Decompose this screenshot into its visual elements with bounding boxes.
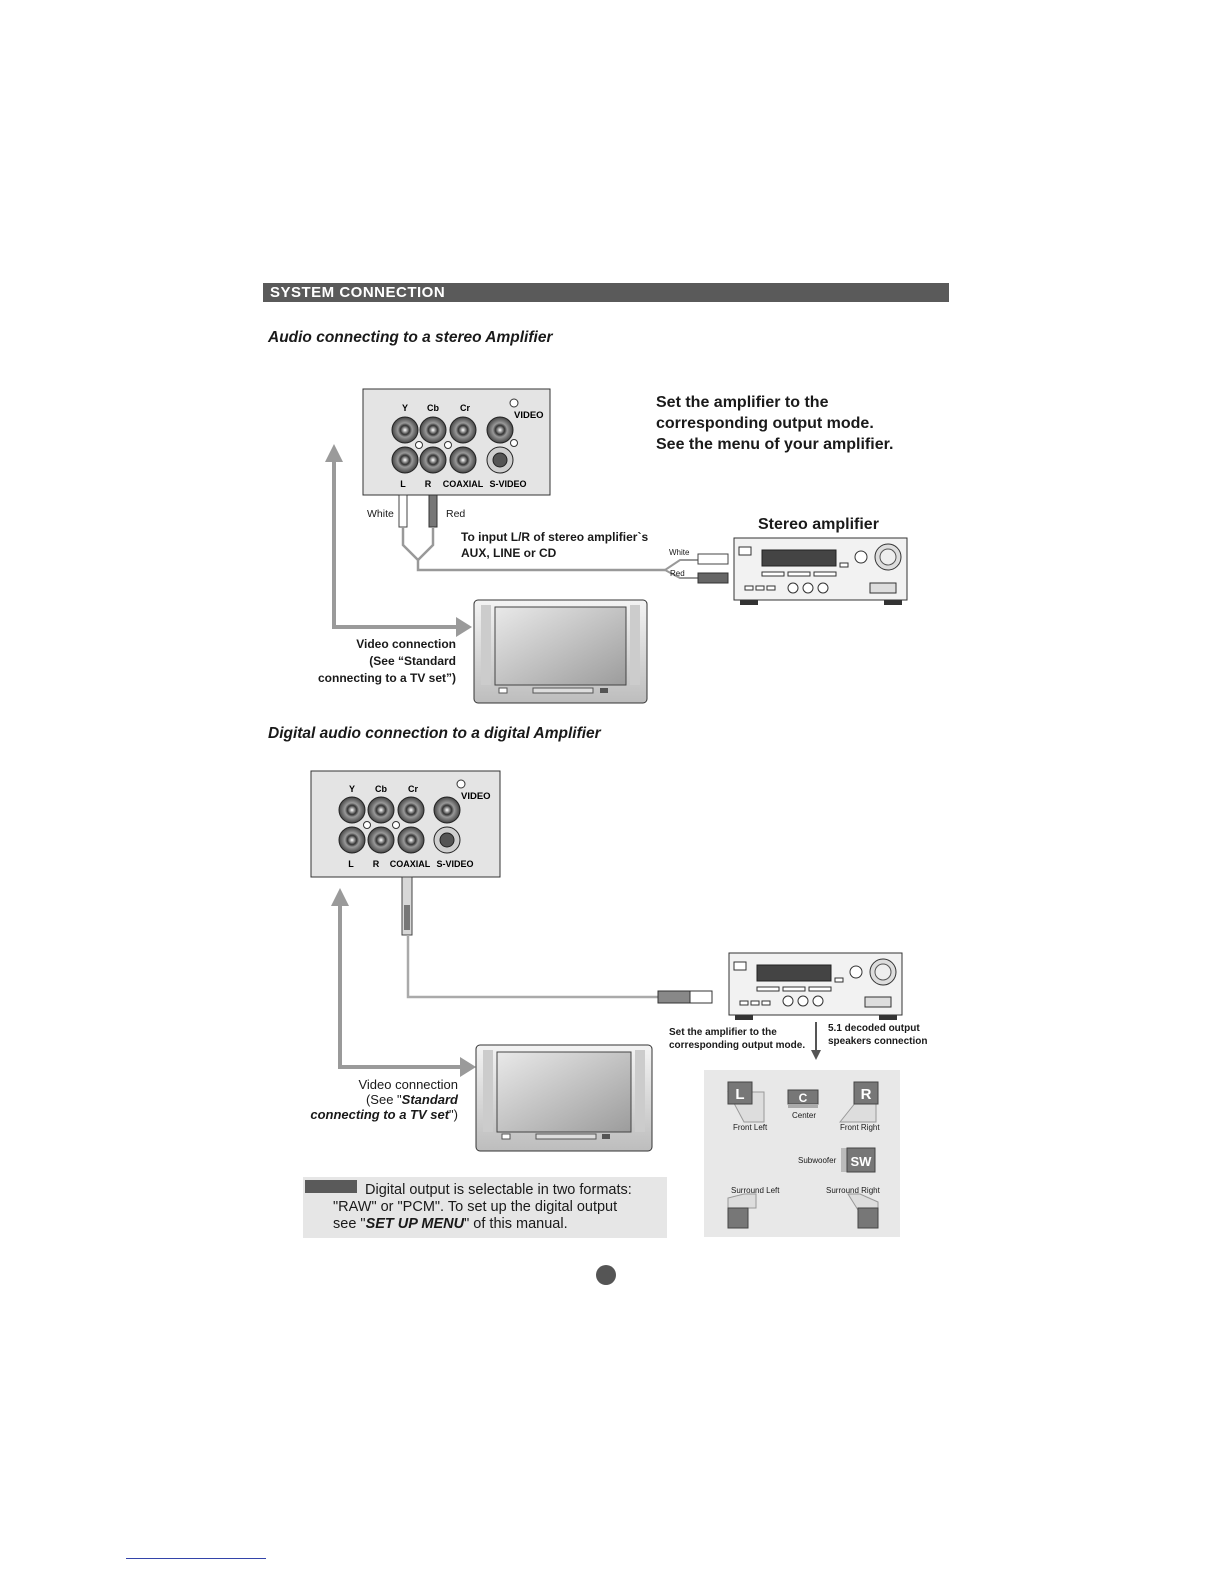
surround-left-speaker (727, 1207, 749, 1229)
section-header-bar: SYSTEM CONNECTION (263, 283, 949, 302)
amp-white-label: White (669, 548, 690, 557)
video-connection-2-line-3: connecting to a TV set") (296, 1107, 458, 1122)
amp-output-note-line-2: corresponding output mode. (669, 1040, 806, 1051)
speaker-diagram: L C R SW (727, 1081, 879, 1229)
front-left-letter: L (735, 1086, 744, 1103)
video-connection-1-line-2: (See “Standard (369, 654, 456, 668)
label-cr-2: Cr (408, 784, 418, 794)
label-coaxial: COAXIAL (443, 479, 484, 489)
front-right-label: Front Right (840, 1123, 880, 1132)
jack-cb (419, 416, 447, 444)
video-connection-2: Video connection (See "Standard connecti… (296, 1077, 458, 1122)
note-tag (305, 1180, 357, 1193)
decoded-output-note: 5.1 decoded output speakers connection (828, 1022, 927, 1048)
label-y: Y (402, 403, 408, 413)
surround-left-label: Surround Left (731, 1186, 780, 1195)
jack-coaxial (449, 446, 477, 474)
section1-title: Audio connecting to a stereo Amplifier (268, 329, 553, 346)
white-label: White (367, 508, 394, 520)
label-r-2: R (373, 859, 380, 869)
digital-amplifier (728, 952, 903, 1020)
label-r: R (425, 479, 432, 489)
amp-red-label: Red (670, 569, 685, 578)
video-arrow-2 (331, 888, 476, 1077)
note-line-3: see "SET UP MENU" of this manual. (333, 1216, 663, 1233)
cable-note: To input L/R of stereo amplifier`s AUX, … (461, 529, 648, 561)
decoded-output-note-line-2: speakers connection (828, 1036, 928, 1047)
subwoofer-label: Subwoofer (798, 1156, 837, 1165)
label-cb-2: Cb (375, 784, 387, 794)
jack-y (391, 416, 419, 444)
av-output-panel-2: Y Cb Cr VIDEO L R COAXIAL S-VIDEO (310, 770, 501, 878)
instructions-block: Set the amplifier to the corresponding o… (656, 392, 893, 455)
instruction-line-1: Set the amplifier to the (656, 394, 829, 411)
red-label: Red (446, 508, 466, 520)
vc2-tv-set: connecting to a TV set (310, 1107, 450, 1122)
label-cb: Cb (427, 403, 439, 413)
front-right-letter: R (861, 1086, 872, 1103)
setup-menu-reference: SET UP MENU (365, 1216, 465, 1232)
label-video-2: VIDEO (461, 791, 491, 802)
speaker-layout-panel: L C R SW Front Left Center Front Right S… (704, 1070, 900, 1237)
note-line-3-pre: see " (333, 1216, 366, 1232)
instruction-line-3: See the menu of your amplifier. (656, 436, 894, 453)
tv-set-2 (475, 1044, 653, 1152)
coaxial-cable (401, 876, 713, 1004)
stereo-amplifier-1 (733, 537, 908, 605)
front-left-label: Front Left (733, 1123, 768, 1132)
note-box: Digital output is selectable in two form… (303, 1177, 667, 1238)
stereo-amplifier-label: Stereo amplifier (758, 516, 879, 533)
label-l-2: L (348, 859, 354, 869)
subwoofer-letter: SW (851, 1154, 873, 1169)
cable-note-line-1: To input L/R of stereo amplifier`s (461, 530, 649, 544)
cable-note-line-2: AUX, LINE or CD (461, 546, 557, 560)
video-connection-2-line-2: (See "Standard (296, 1092, 458, 1107)
page-number-dot (596, 1265, 616, 1285)
jack-l (391, 446, 419, 474)
label-svideo-2: S-VIDEO (436, 859, 473, 869)
jack-video (486, 416, 514, 444)
instruction-line-2: corresponding output mode. (656, 415, 874, 432)
av-output-panel-1: Y Cb Cr VIDEO L R COAXIAL S-VIDEO (362, 388, 551, 496)
decoded-output-note-line-1: 5.1 decoded output (828, 1023, 920, 1034)
note-line-2: "RAW" or "PCM". To set up the digital ou… (333, 1199, 618, 1215)
label-y-2: Y (349, 784, 355, 794)
vc2-close: ") (449, 1107, 458, 1122)
section-header-title: SYSTEM CONNECTION (270, 284, 446, 301)
note-line-3-post: " of this manual. (464, 1216, 568, 1232)
footer-rule (126, 1558, 266, 1559)
surround-right-speaker (857, 1207, 879, 1229)
vc2-see: (See " (365, 1092, 402, 1107)
video-connection-1: Video connection (See “Standard connecti… (300, 636, 456, 687)
video-arrow-1 (325, 444, 472, 637)
center-label: Center (792, 1111, 817, 1120)
amp-output-note-line-1: Set the amplifier to the (669, 1027, 777, 1038)
note-line-1: Digital output is selectable in two form… (365, 1182, 632, 1198)
jack-cr (449, 416, 477, 444)
amp-output-note: Set the amplifier to the corresponding o… (669, 1026, 805, 1052)
jack-r (419, 446, 447, 474)
note-text: Digital output is selectable in two form… (333, 1182, 663, 1233)
subwoofer-speaker (846, 1147, 876, 1173)
label-video: VIDEO (514, 410, 544, 421)
video-connection-1-line-1: Video connection (356, 637, 456, 651)
rca-cables (398, 494, 729, 584)
video-connection-2-line-1: Video connection (358, 1077, 458, 1092)
label-svideo: S-VIDEO (489, 479, 526, 489)
vc2-standard: Standard (401, 1092, 458, 1107)
front-left-speaker (727, 1081, 753, 1105)
surround-right-label: Surround Right (826, 1186, 880, 1195)
decoded-output-arrow (811, 1022, 821, 1060)
label-cr: Cr (460, 403, 470, 413)
video-connection-1-line-3: connecting to a TV set”) (317, 671, 456, 685)
section2-title: Digital audio connection to a digital Am… (268, 725, 601, 742)
center-letter: C (799, 1091, 808, 1105)
label-l: L (400, 479, 406, 489)
front-right-speaker (853, 1081, 879, 1105)
tv-set-1 (473, 599, 648, 704)
label-coaxial-2: COAXIAL (390, 859, 431, 869)
